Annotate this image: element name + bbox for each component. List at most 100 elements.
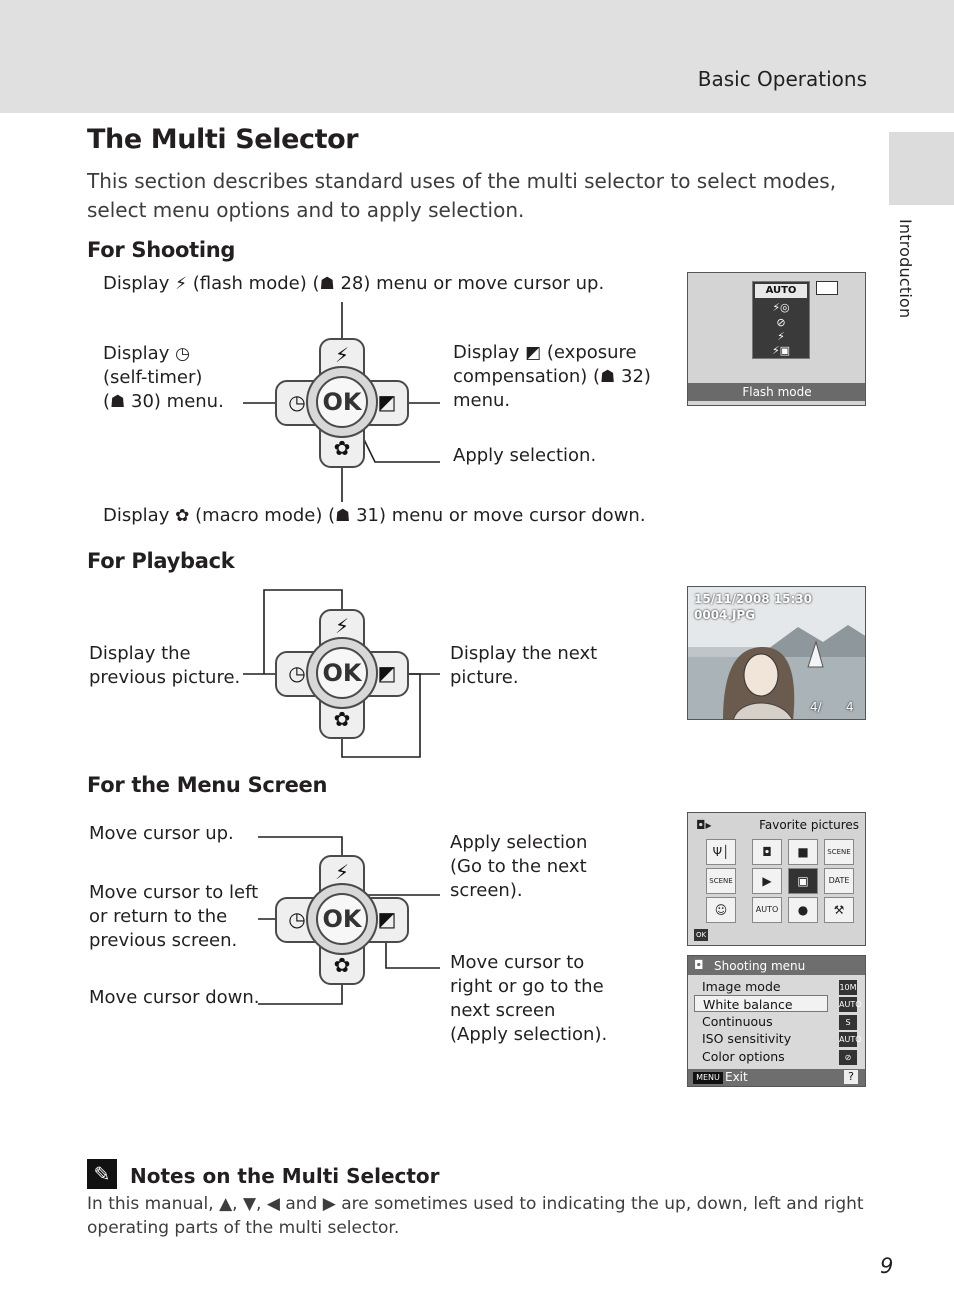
- side-tab-label: Introduction: [896, 219, 915, 319]
- caption-text: (Go to the next: [450, 856, 587, 877]
- caption-text: next screen: [450, 1000, 556, 1021]
- menu-title-bar: [688, 956, 865, 975]
- camera-icon: ◘▸: [696, 818, 712, 832]
- multi-selector-menu[interactable]: OK ⚡ ◷ ◩ ✿: [275, 855, 409, 985]
- menu-item-label: Continuous: [702, 1014, 773, 1029]
- self-timer-icon[interactable]: ◷: [288, 661, 306, 685]
- reference-icon: ☗: [319, 274, 335, 294]
- exposure-compensation-icon[interactable]: ◩: [377, 661, 397, 685]
- flash-icon: ⚡: [175, 274, 188, 294]
- caption-text: 32): [621, 366, 651, 387]
- flash-option-selected: AUTO: [755, 284, 807, 298]
- side-tab: [889, 132, 954, 205]
- note-text: In this manual, ▲, ▼, ◀ and ▶ are someti…: [87, 1192, 867, 1240]
- caption-text: 28) menu or move cursor up.: [340, 273, 605, 294]
- macro-icon[interactable]: ✿: [333, 436, 351, 460]
- self-timer-icon: ◷: [175, 344, 190, 364]
- note-text-part: are sometimes used to indicating the up,…: [87, 1194, 864, 1238]
- arrow-left-icon: ◀: [266, 1194, 280, 1214]
- ok-button[interactable]: OK: [316, 647, 368, 699]
- caption-text: menu.: [453, 390, 511, 411]
- exposure-compensation-icon[interactable]: ◩: [377, 390, 397, 414]
- caption-text: 30) menu.: [131, 391, 224, 412]
- multi-selector-shooting[interactable]: OK ⚡ ◷ ◩ ✿: [275, 338, 409, 468]
- page-number: 9: [880, 1254, 894, 1278]
- photo-counter-total: 4: [846, 700, 854, 714]
- screen-title: Favorite pictures: [759, 818, 859, 832]
- shooting-down-caption: Display ✿ (macro mode) (☗ 31) menu or mo…: [103, 504, 646, 528]
- multi-selector-playback[interactable]: OK ⚡ ◷ ◩ ✿: [275, 609, 409, 739]
- macro-icon[interactable]: ✿: [333, 953, 351, 977]
- caption-text: Display: [103, 273, 170, 294]
- reference-icon: ☗: [110, 392, 126, 412]
- intro-text: This section describes standard uses of …: [87, 169, 837, 222]
- shooting-up-caption: Display ⚡ (flash mode) (☗ 28) menu or mo…: [103, 272, 604, 296]
- exposure-compensation-icon[interactable]: ◩: [377, 907, 397, 931]
- caption-text: Display the: [89, 643, 191, 664]
- menu-ok-caption: Apply selection (Go to the next screen).: [450, 831, 587, 903]
- ok-button[interactable]: OK: [316, 376, 368, 428]
- playback-left-caption: Display the previous picture.: [89, 642, 240, 690]
- ok-button[interactable]: OK: [316, 893, 368, 945]
- caption-text: screen).: [450, 880, 523, 901]
- menu-item[interactable]: Image mode: [694, 978, 828, 995]
- caption-text: Display the next: [450, 643, 598, 664]
- menu-item-value: AUTO: [839, 997, 862, 1012]
- portrait-photo: [688, 587, 865, 719]
- exit-label: Exit: [725, 1070, 748, 1084]
- flash-menu-box: AUTO ⚡◎ ⊘ ⚡ ⚡▣: [752, 281, 810, 359]
- menu-item[interactable]: Continuous: [694, 1013, 828, 1030]
- arrow-up-icon: ▲,: [219, 1194, 238, 1214]
- caption-text: Move cursor to: [450, 952, 585, 973]
- favorite-pictures-screen: ◘▸ Favorite pictures Ψ│ ◘ ■ SCENE SCENE …: [687, 812, 866, 946]
- caption-text: previous picture.: [89, 667, 241, 688]
- heading-for-shooting: For Shooting: [87, 238, 236, 262]
- section-name: Basic Operations: [697, 67, 867, 91]
- caption-text: Move cursor to left: [89, 882, 259, 903]
- photo-filename: 0004.JPG: [694, 608, 756, 622]
- flash-icon[interactable]: ⚡: [334, 614, 350, 638]
- menu-item-value: S: [839, 1015, 857, 1030]
- flash-icon[interactable]: ⚡: [334, 860, 350, 884]
- ok-indicator: OK: [694, 929, 708, 941]
- caption-text: (flash mode) (: [192, 273, 320, 294]
- note-text-part: and: [285, 1194, 318, 1214]
- caption-text: Display: [103, 505, 170, 526]
- menu-left-caption: Move cursor to left or return to the pre…: [89, 881, 258, 953]
- self-timer-icon[interactable]: ◷: [288, 390, 306, 414]
- header-band: [0, 0, 954, 113]
- mode-icon: DATE: [824, 868, 854, 894]
- caption-text: or return to the: [89, 906, 228, 927]
- battery-icon: [816, 281, 838, 295]
- menu-item-label: Image mode: [702, 979, 781, 994]
- mode-icon: ⚒: [824, 897, 854, 923]
- menu-footer-bar: [688, 1069, 865, 1086]
- arrow-down-icon: ▼,: [242, 1194, 262, 1214]
- menu-item[interactable]: ISO sensitivity: [694, 1030, 828, 1047]
- menu-item-selected[interactable]: White balance: [694, 995, 828, 1012]
- flash-icon[interactable]: ⚡: [334, 343, 350, 367]
- menu-item[interactable]: Color options: [694, 1048, 828, 1065]
- reference-icon: ☗: [335, 506, 351, 526]
- flash-option: ⚡▣: [771, 344, 791, 357]
- menu-key-label: MENU: [693, 1072, 723, 1084]
- note-text-part: In this manual,: [87, 1194, 214, 1214]
- menu-item-label: White balance: [703, 997, 793, 1012]
- macro-icon[interactable]: ✿: [333, 707, 351, 731]
- photo-date: 15/11/2008 15:30: [694, 592, 812, 606]
- caption-text: Display: [103, 343, 170, 364]
- caption-text: (exposure: [546, 342, 637, 363]
- playback-right-caption: Display the next picture.: [450, 642, 597, 690]
- shooting-menu-screen: ◘ Shooting menu Image mode White balance…: [687, 955, 866, 1087]
- exposure-compensation-icon: ◩: [525, 343, 542, 363]
- page-title: The Multi Selector: [87, 124, 359, 155]
- self-timer-icon[interactable]: ◷: [288, 907, 306, 931]
- caption-text: right or go to the: [450, 976, 604, 997]
- mode-icon: ■: [788, 839, 818, 865]
- mode-icon: ▶: [752, 868, 782, 894]
- caption-text: Display: [453, 342, 520, 363]
- mode-icon: AUTO: [752, 897, 782, 923]
- heading-for-playback: For Playback: [87, 549, 235, 573]
- mode-icon: SCENE: [706, 868, 736, 894]
- mode-icon: SCENE: [824, 839, 854, 865]
